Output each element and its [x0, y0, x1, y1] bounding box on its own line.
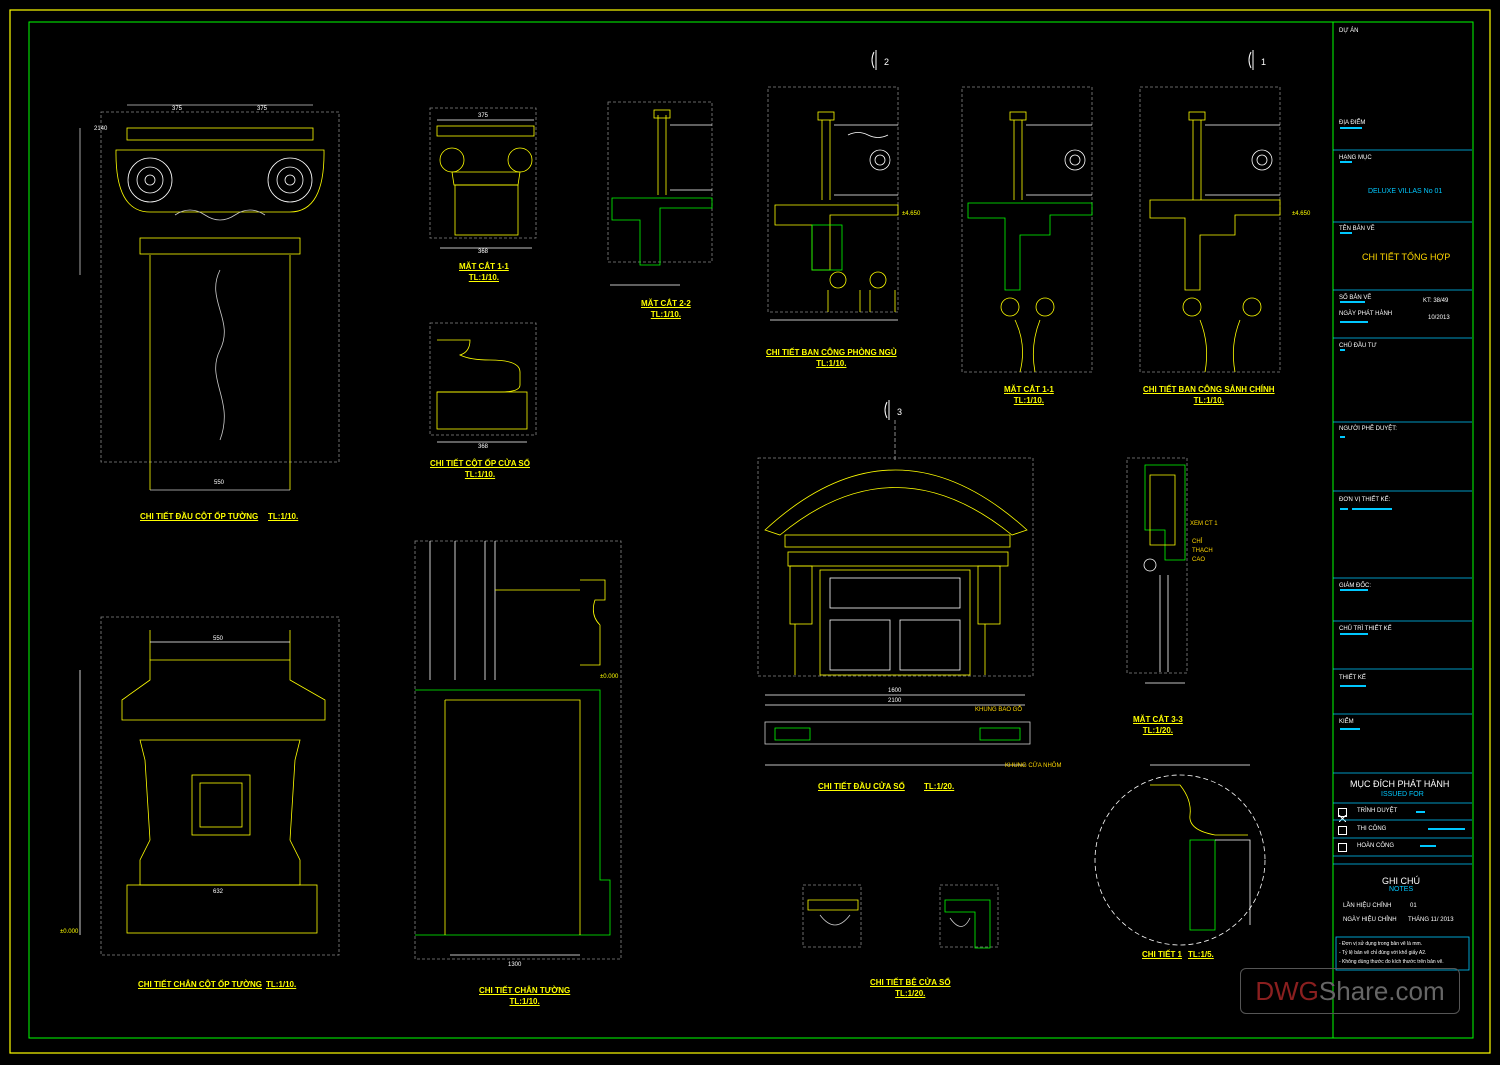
svg-text:±4.650: ±4.650: [902, 211, 921, 217]
section11-drawing: [429, 107, 537, 249]
pedestal-scale: TL:1/10.: [266, 980, 297, 989]
svg-text:375: 375: [478, 113, 489, 119]
tb-rev: 01: [1410, 903, 1417, 909]
capital-dim-label: 2140: [94, 126, 108, 132]
detail1-scale: TL:1/5.: [1188, 950, 1214, 959]
window-head-drawing: [757, 457, 1034, 766]
svg-text:375: 375: [257, 106, 268, 112]
svg-text:375: 375: [172, 106, 183, 112]
section22-drawing: [607, 101, 713, 286]
wall-base-drawing: [414, 540, 622, 960]
pedestal-title: CHI TIẾT CHÂN CỘT ỐP TƯỜNG: [138, 980, 262, 989]
tb-sheet-no: KT: 38/49: [1423, 298, 1449, 304]
tb-notes-list: - Đơn vị sử dụng trong bản vẽ là mm. - T…: [1339, 941, 1444, 965]
watermark-logo: DWGShare.com: [1240, 968, 1460, 1014]
section33-drawing: [1126, 457, 1188, 684]
tb-giam-doc: GIÁM ĐỐC:: [1339, 583, 1372, 589]
inner-frame: [28, 21, 1474, 1039]
pedestal-drawing: [79, 616, 340, 956]
tb-option-trinh-duyet: TRÌNH DUYỆT: [1357, 808, 1398, 814]
tb-option-hoan-cong: HOÀN CÔNG: [1357, 843, 1395, 849]
tb-issue-date: 10/2013: [1428, 315, 1450, 321]
khung-cua-nhom-label: KHUNG CỬA NHÔM: [1005, 763, 1062, 769]
khung-bao-go-label: KHUNG BAO GỖ: [975, 707, 1023, 713]
window-head-scale: TL:1/20.: [924, 782, 955, 791]
svg-text:550: 550: [214, 480, 225, 486]
window-column-drawing: [429, 322, 537, 443]
svg-text:±4.650: ±4.650: [1292, 211, 1311, 217]
thi-cong-checkbox[interactable]: [1338, 826, 1347, 835]
tb-hang-muc: HẠNG MỤC: [1339, 155, 1372, 161]
tb-rev-date: THÁNG 11/ 2013: [1408, 917, 1454, 923]
hoan-cong-checkbox[interactable]: [1338, 843, 1347, 852]
svg-text:368: 368: [478, 444, 489, 450]
section11b-drawing: [961, 86, 1093, 373]
balcony-bedroom-drawing: [767, 86, 899, 321]
tb-chu-tri: CHỦ TRÌ THIẾT KẾ: [1339, 626, 1392, 632]
tb-ghi-chu: GHI CHÚ: [1382, 876, 1420, 886]
tb-notes: NOTES: [1389, 886, 1414, 893]
svg-text:±0.000: ±0.000: [60, 929, 79, 935]
section-marker-3: 3: [897, 407, 903, 417]
window-sill-drawing: [802, 884, 999, 949]
section-marker-1: 1: [1261, 57, 1267, 67]
svg-text:1300: 1300: [508, 962, 522, 968]
window-head-title: CHI TIẾT ĐẦU CỬA SỔ: [818, 782, 905, 791]
tb-don-vi: ĐƠN VỊ THIẾT KẾ:: [1339, 497, 1391, 503]
detail1-title: CHI TIẾT 1: [1142, 950, 1183, 959]
tb-drawing-name: CHI TIẾT TỔNG HỢP: [1362, 252, 1451, 262]
capital-scale: TL:1/10.: [268, 512, 299, 521]
tb-chu-dau-tu: CHỦ ĐẦU TƯ: [1339, 343, 1377, 349]
svg-text:368: 368: [478, 249, 489, 255]
tb-issued-for: ISSUED FOR: [1381, 791, 1424, 798]
svg-text:2100: 2100: [888, 698, 902, 704]
tb-muc-dich: MỤC ĐÍCH PHÁT HÀNH: [1350, 779, 1450, 789]
outer-frame: [9, 9, 1491, 1054]
tb-ten-ban-ve: TÊN BẢN VẼ: [1339, 226, 1375, 232]
tb-so-ban-ve: SỐ BẢN VẼ: [1339, 295, 1372, 301]
capital-title: CHI TIẾT ĐẦU CỘT ỐP TƯỜNG: [140, 512, 259, 521]
section-marker-2: 2: [884, 57, 890, 67]
capital-drawing: [79, 104, 340, 491]
check-mark-icon: [1338, 814, 1347, 823]
svg-text:±0.000: ±0.000: [600, 674, 619, 680]
tb-dia-diem: ĐỊA ĐIỂM: [1339, 120, 1366, 126]
section-markers: [871, 50, 1254, 460]
tb-nguoi-phe-duyet: NGƯỜI PHÊ DUYỆT:: [1339, 426, 1397, 432]
tb-ngay-hieu-chinh: NGÀY HIỆU CHỈNH: [1343, 917, 1397, 923]
balcony-hall-drawing: [1139, 86, 1281, 373]
tb-ngay-phat-hanh: NGÀY PHÁT HÀNH: [1339, 311, 1393, 317]
tb-project: DELUXE VILLAS No 01: [1368, 188, 1443, 195]
svg-text:1600: 1600: [888, 688, 902, 694]
tb-thiet-ke: THIẾT KẾ: [1339, 675, 1366, 681]
xem-ct1-label: XEM CT 1: [1190, 521, 1218, 527]
tb-kiem: KIỂM: [1339, 719, 1354, 725]
svg-text:632: 632: [213, 889, 224, 895]
detail1-drawing: [1094, 764, 1266, 946]
tb-du-an: DỰ ÁN: [1339, 28, 1359, 34]
tb-lan-hieu-chinh: LẦN HIỆU CHỈNH: [1343, 903, 1392, 909]
trinh-duyet-checkbox[interactable]: [1338, 808, 1347, 823]
tb-option-thi-cong: THI CÔNG: [1357, 826, 1387, 832]
svg-text:550: 550: [213, 636, 224, 642]
